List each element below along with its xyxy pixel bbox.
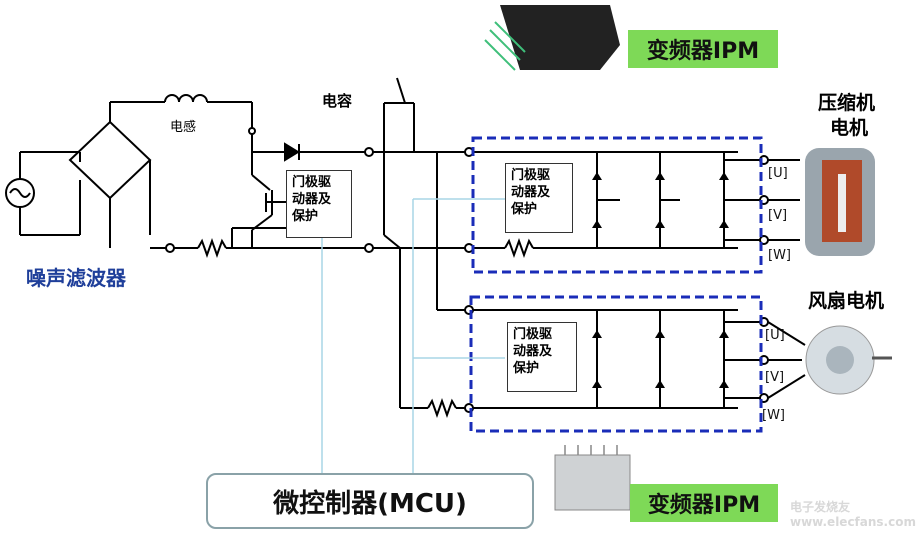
inductor-label: 电感 <box>170 120 197 135</box>
capacitor-label: 电容 <box>322 92 353 110</box>
compressor-motor-label-l1: 压缩机 <box>818 92 876 114</box>
inductor-symbol <box>164 94 208 103</box>
ipm-chip-bottom-image <box>554 445 631 511</box>
noise-filter-label: 噪声滤波器 <box>26 266 126 290</box>
phase-label-top-w: [W] <box>768 248 791 263</box>
ipm-chip-top-image <box>484 5 620 71</box>
phase-label-top-v: [V] <box>768 208 788 223</box>
ipm-badge-top: 变频器IPM <box>628 30 778 68</box>
compressor-motor-label-l2: 电机 <box>830 117 869 139</box>
mcu-box: 微控制器(MCU) <box>206 473 534 529</box>
gate-driver-box-compressor: 门极驱 动器及 保护 <box>505 163 573 233</box>
ipm-dashed-box-bottom <box>469 295 763 433</box>
bridge-rectifier <box>68 120 152 200</box>
compressor-image <box>805 148 875 256</box>
shunt-resistor <box>197 238 227 258</box>
phase-label-bottom-v: [V] <box>765 370 785 385</box>
fan-motor-label: 风扇电机 <box>808 290 885 312</box>
mcu-label: 微控制器(MCU) <box>273 488 467 519</box>
watermark: 电子发烧友 www.elecfans.com <box>790 500 916 529</box>
phase-label-top-u: [U] <box>768 166 788 181</box>
gate-driver-box-pfc: 门极驱 动器及 保护 <box>286 170 352 238</box>
fan-motor-image <box>805 325 892 395</box>
phase-label-bottom-u: [U] <box>765 328 785 343</box>
phase-label-bottom-w: [W] <box>762 408 785 423</box>
ipm-dashed-box-top <box>471 136 763 274</box>
ipm-badge-bottom: 变频器IPM <box>630 484 778 522</box>
gate-driver-box-fan: 门极驱 动器及 保护 <box>507 322 577 392</box>
